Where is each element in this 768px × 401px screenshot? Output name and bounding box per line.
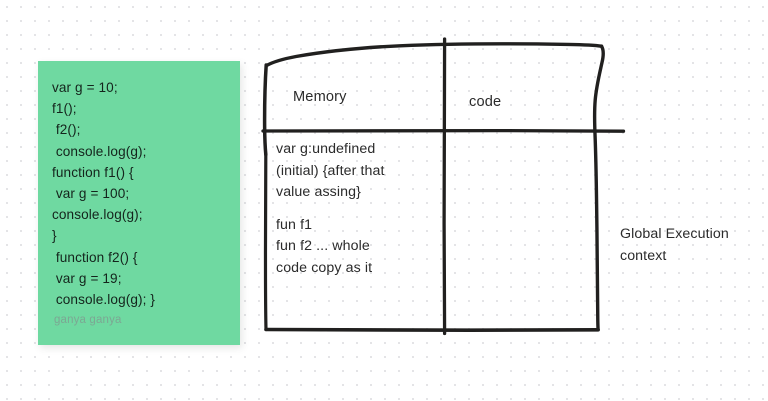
execution-context-box [250,24,650,344]
memory-entry-line: fun f2 ... whole [276,238,370,254]
code-line: function f2() { [52,249,138,265]
memory-entry-line: var g:undefined [276,141,376,157]
code-line: var g = 100; [52,186,130,202]
code-snippet-card: var g = 10; f1(); f2(); console.log(g); … [38,61,240,345]
memory-column-header: Memory [293,89,347,105]
memory-entry-line: fun f1 [276,216,313,233]
annotation-line: context [620,247,667,264]
code-line: f2(); [52,122,81,138]
global-execution-context-annotation: Global Execution context [620,224,760,267]
memory-column-content: var g:undefined (initial) {after that va… [276,139,436,279]
box-top-edge [264,42,604,68]
code-column-header: code [469,94,502,110]
memory-entry-line: value assing} [276,184,361,200]
code-line: console.log(g); } [52,292,156,308]
code-line: f1(); [52,101,77,117]
code-line: } [52,228,57,244]
code-snippet-lines: var g = 10; f1(); f2(); console.log(g); … [52,77,232,310]
box-right-edge [592,44,605,332]
code-line: console.log(g); [52,143,147,159]
box-left-edge [262,63,268,157]
code-line: console.log(g); [52,207,143,223]
memory-entry-line: (initial) {after that [276,162,385,179]
header-divider [261,128,626,133]
code-line: var g = 19; [52,270,122,286]
box-left-edge-lower [263,152,268,332]
memory-entry-line: code copy as it [276,259,373,276]
code-line: var g = 10; [52,80,118,95]
code-line: function f1() { [52,164,134,180]
watermark-text: ganya ganya [54,314,122,326]
box-bottom-edge [264,327,600,333]
annotation-line: Global Execution [620,226,729,242]
memory-entry-spacer [276,204,436,215]
column-divider [442,37,447,336]
